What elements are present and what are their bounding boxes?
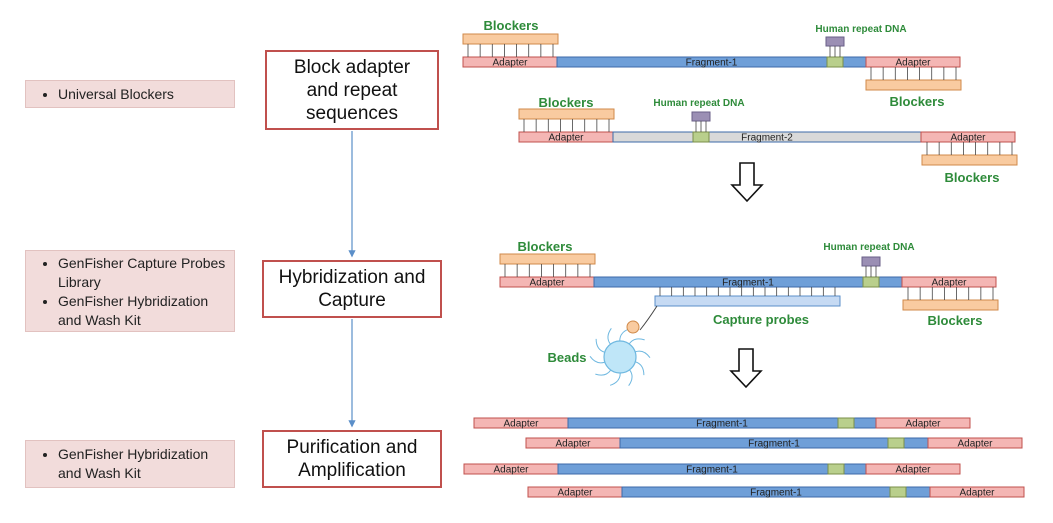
step-block-adapter: Block adapter and repeat sequences — [265, 50, 439, 130]
repeat-segment — [837, 417, 855, 429]
blocker-bar — [462, 33, 559, 45]
adapter-label: Adapter — [493, 465, 529, 476]
adapter-label: Adapter — [503, 419, 539, 430]
repeat-blocker — [861, 256, 881, 267]
adapter-label: Adapter — [895, 58, 931, 69]
adapter-label: Adapter — [555, 439, 591, 450]
bead-icon — [603, 340, 637, 374]
adapter-label: Adapter — [957, 439, 993, 450]
beads-label: Beads — [547, 350, 586, 365]
side-box-wash-kit: GenFisher Hybridization and Wash Kit — [25, 440, 235, 488]
blockers-label: Blockers — [518, 239, 573, 254]
adapter-label: Adapter — [895, 465, 931, 476]
bead-tentacle — [609, 372, 621, 386]
bead-tentacle — [595, 369, 612, 376]
adapter-label: Adapter — [931, 278, 967, 289]
fragment-label: Fragment-1 — [686, 465, 738, 476]
blockers-label: Blockers — [539, 95, 594, 110]
blocker-bar — [518, 108, 615, 120]
step-label: Purification and Amplification — [286, 437, 418, 481]
biotin-tag — [626, 320, 640, 334]
bead-tentacle — [589, 356, 606, 364]
side-box-item: GenFisher Capture Probes Library — [58, 254, 234, 292]
fragment-label: Fragment-1 — [696, 419, 748, 430]
adapter-right — [875, 417, 971, 429]
blocker-bar — [921, 154, 1018, 166]
step-label: Block adapter and repeat sequences — [293, 56, 411, 124]
side-box-capture-reagents: GenFisher Capture Probes Library GenFish… — [25, 250, 235, 332]
capture-probe-bar — [654, 295, 841, 307]
human-repeat-label: Human repeat DNA — [815, 24, 906, 35]
stage-arrow-1 — [730, 162, 764, 203]
capture-probes-label: Capture probes — [713, 312, 809, 327]
adapter-label: Adapter — [529, 278, 565, 289]
step-hybridization: Hybridization and Capture — [262, 260, 442, 318]
adapter-label: Adapter — [959, 488, 995, 499]
adapter-label: Adapter — [950, 133, 986, 144]
fragment-label: Fragment-2 — [741, 133, 793, 144]
human-repeat-label: Human repeat DNA — [823, 242, 914, 253]
step-purification: Purification and Amplification — [262, 430, 442, 488]
blocker-bar — [499, 253, 596, 265]
human-repeat-label: Human repeat DNA — [653, 98, 744, 109]
repeat-blocker — [825, 36, 845, 47]
adapter-right — [865, 56, 961, 68]
side-box-item: GenFisher Hybridization and Wash Kit — [58, 292, 234, 330]
bead-tentacle — [607, 327, 612, 345]
bead-tentacle — [628, 369, 633, 387]
side-box-item: GenFisher Hybridization and Wash Kit — [58, 445, 234, 483]
repeat-segment — [827, 463, 845, 475]
repeat-segment — [889, 486, 907, 498]
blocker-bar — [902, 299, 999, 311]
fragment-label: Fragment-1 — [750, 488, 802, 499]
adapter-right — [927, 437, 1023, 449]
blockers-label: Blockers — [945, 170, 1000, 185]
repeat-blocker — [691, 111, 711, 122]
side-box-item: Universal Blockers — [58, 85, 234, 104]
adapter-right — [929, 486, 1025, 498]
adapter-right — [920, 131, 1016, 143]
repeat-segment — [826, 56, 844, 68]
blockers-label: Blockers — [890, 94, 945, 109]
adapter-label: Adapter — [905, 419, 941, 430]
adapter-label: Adapter — [492, 58, 528, 69]
blocker-bar — [865, 79, 962, 91]
fragment-label: Fragment-1 — [748, 439, 800, 450]
repeat-segment — [862, 276, 880, 288]
bead-linker — [639, 305, 658, 331]
adapter-label: Adapter — [557, 488, 593, 499]
adapter-label: Adapter — [548, 133, 584, 144]
adapter-right — [901, 276, 997, 288]
bead-tentacle — [628, 338, 645, 345]
step-label: Hybridization and Capture — [278, 267, 426, 311]
bead-tentacle — [635, 361, 645, 376]
adapter-right — [865, 463, 961, 475]
bead-tentacle — [595, 338, 605, 353]
fragment-label: Fragment-1 — [686, 58, 738, 69]
side-box-universal-blockers: Universal Blockers — [25, 80, 235, 108]
repeat-segment — [887, 437, 905, 449]
stage-arrow-2 — [729, 348, 763, 389]
repeat-segment — [692, 131, 710, 143]
blockers-label: Blockers — [928, 313, 983, 328]
fragment-label: Fragment-1 — [722, 278, 774, 289]
blockers-label: Blockers — [484, 18, 539, 33]
bead-tentacle — [634, 350, 651, 358]
